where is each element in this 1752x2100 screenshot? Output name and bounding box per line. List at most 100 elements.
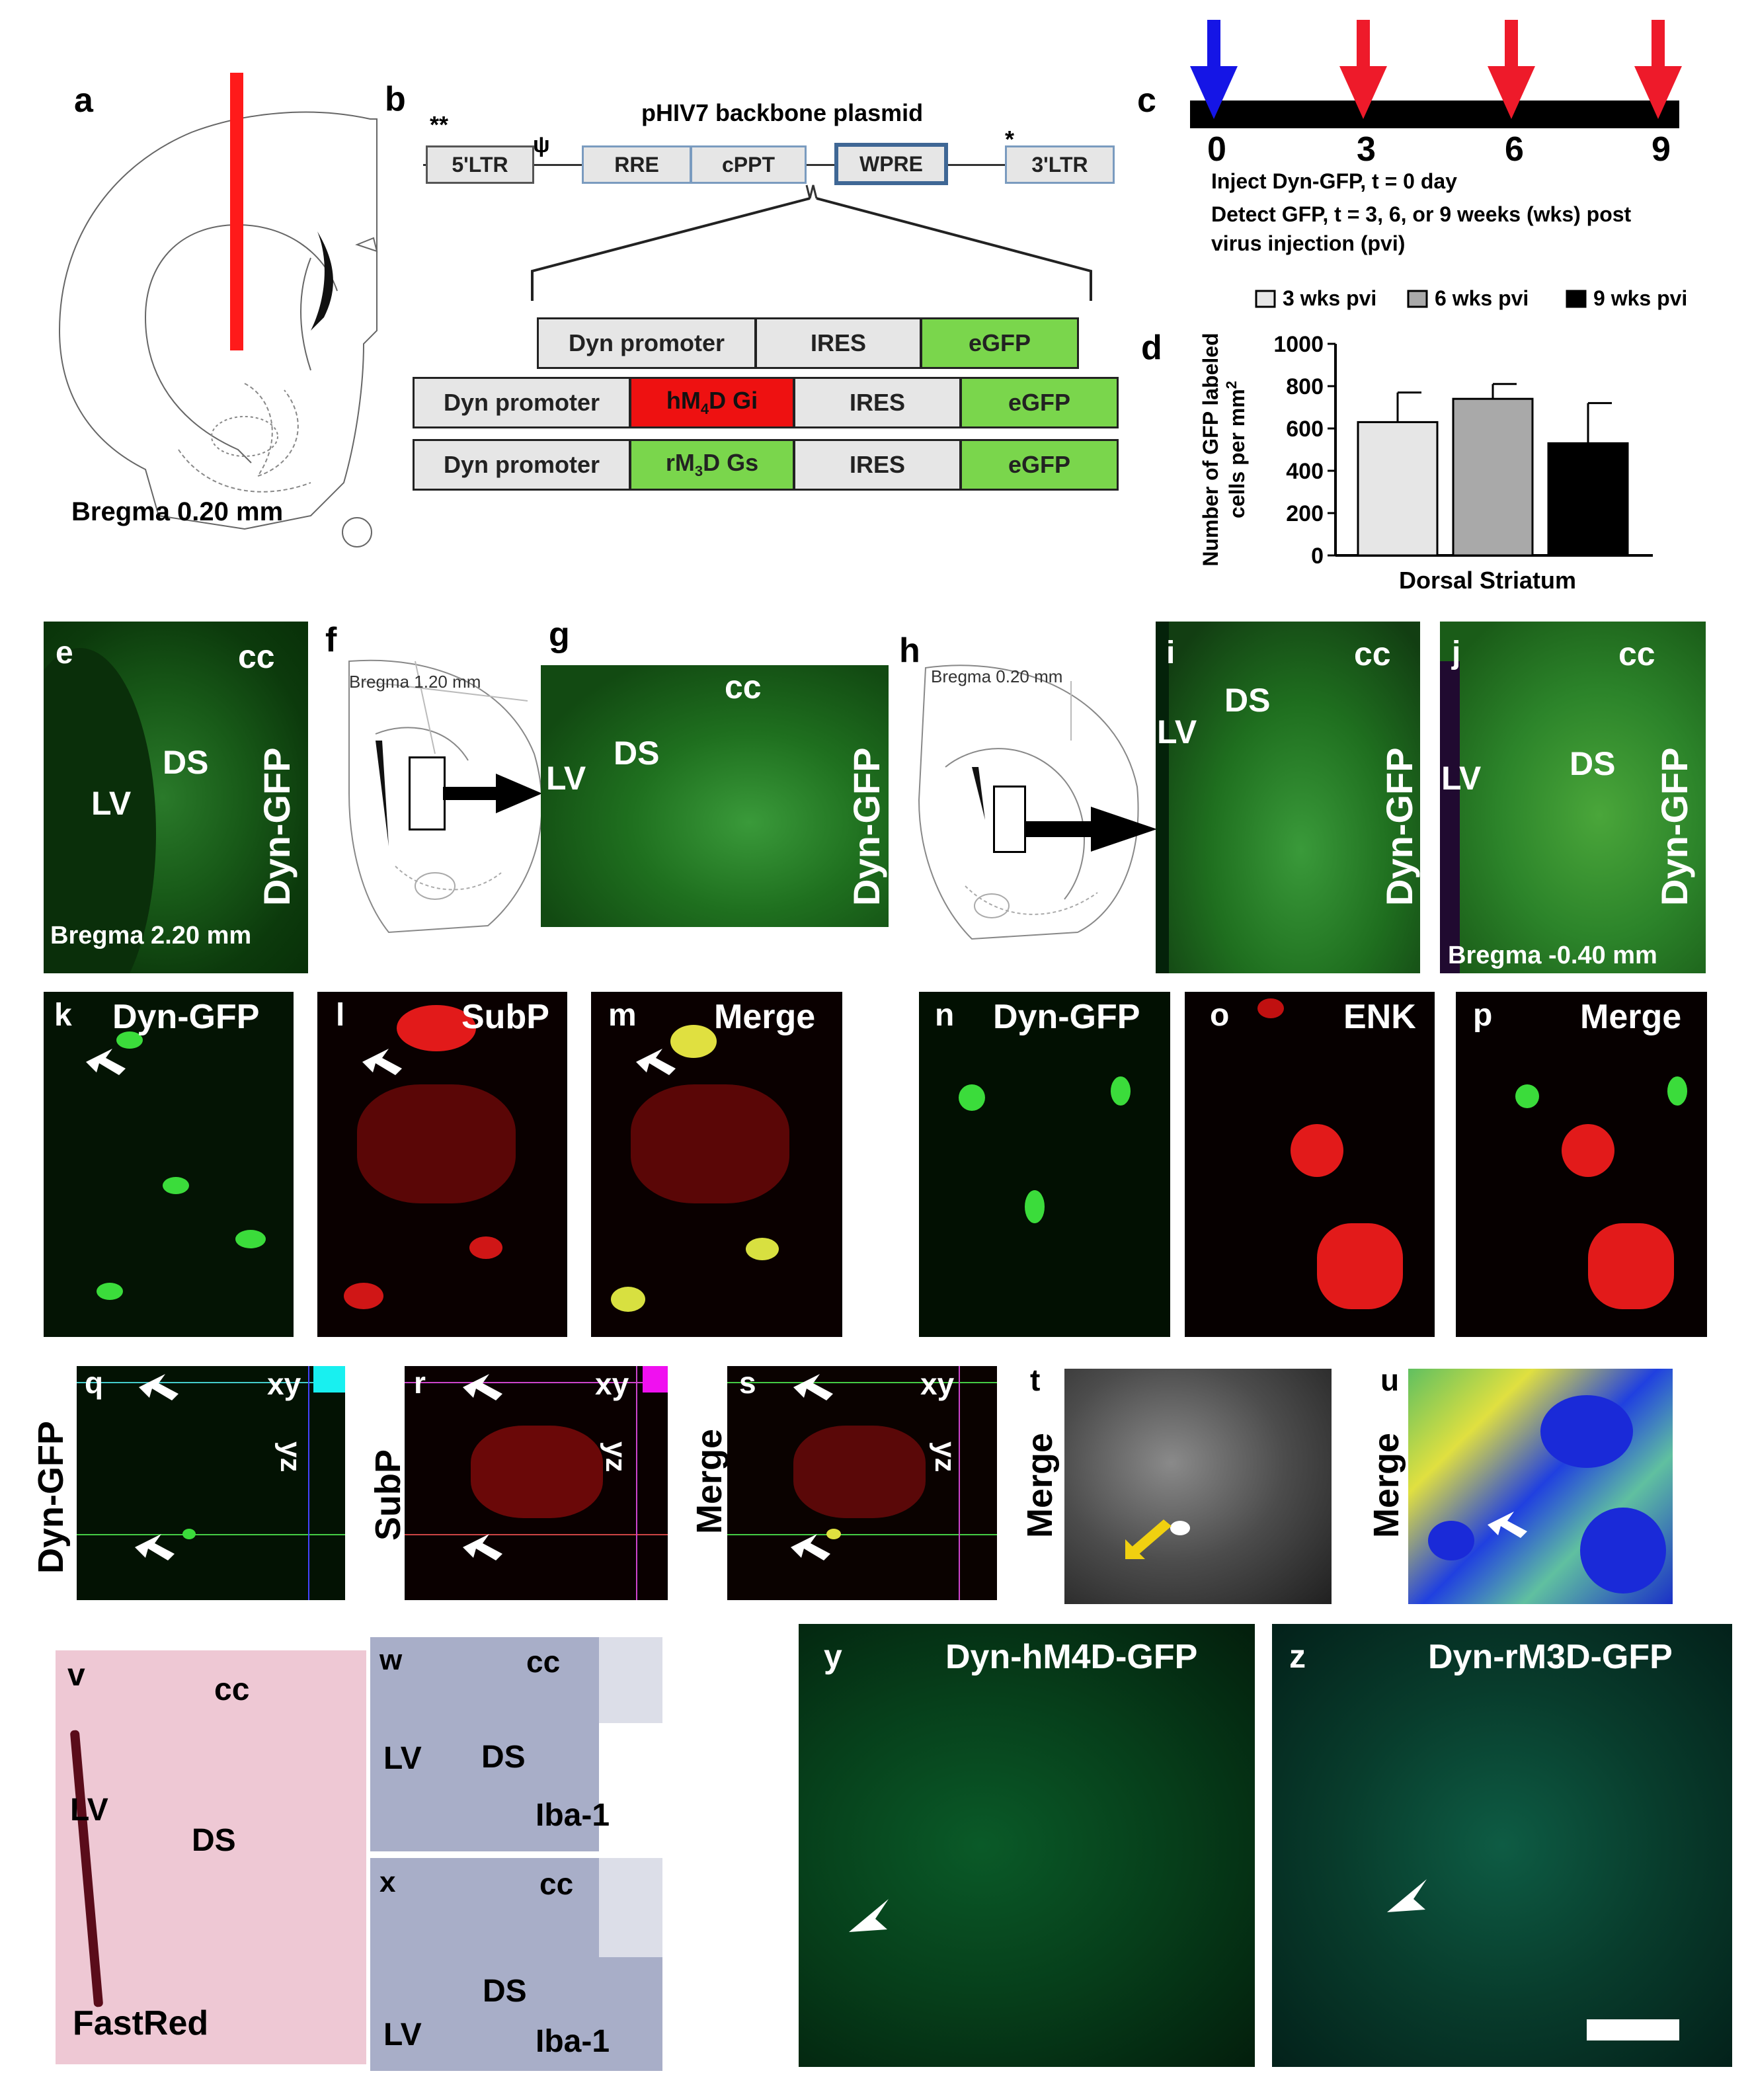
timeline-arrows [1190,20,1682,119]
arrow-s1-icon [793,1374,833,1400]
panel-w-label: Iba-1 [536,1798,610,1833]
panel-v-label: FastRed [73,2004,209,2042]
stars-left: ** [430,111,449,138]
panel-d-letter: d [1141,329,1162,367]
panel-f-atlas [348,659,543,934]
panel-x-ds: DS [483,1974,527,2009]
panel-q-letter: q [85,1365,104,1400]
insert-expansion-lines [531,184,1092,301]
arrow-l1-icon [362,1049,402,1075]
panel-q-xy: xy [267,1367,301,1401]
panel-g-letter: g [549,616,570,654]
construct2-promoter: Dyn promoter [413,377,631,428]
panel-x-label: Iba-1 [536,2024,610,2059]
panel-s-xy: xy [920,1367,955,1401]
panel-x-image [370,1858,662,2071]
panel-w-ds: DS [481,1740,526,1775]
panel-i-image [1156,622,1420,973]
panel-h-atlas [918,665,1139,940]
panel-n-image [919,992,1170,1337]
segment-rre: RRE [582,145,692,184]
panel-r-image [405,1366,668,1600]
legend-swatch-1 [1255,290,1276,308]
timeline-text-2: Detect GFP, t = 3, 6, or 9 weeks (wks) p… [1211,202,1632,226]
panel-v-lv: LV [70,1793,108,1828]
y-tick-label: 800 [1286,374,1324,399]
panel-j-image [1440,622,1706,973]
panel-r-letter: r [414,1365,426,1400]
panel-a-letter: a [74,81,93,120]
panel-v-image [56,1650,366,2064]
panel-v-cc: cc [214,1672,250,1707]
panel-w-letter: w [379,1644,403,1676]
arrow-q2-icon [135,1534,175,1560]
panel-z-arrowhead-icon [1387,1879,1427,1912]
bar-1 [1357,421,1439,557]
arrow-r2-icon [463,1534,502,1560]
panel-p-letter: p [1473,998,1493,1033]
y-tick-label: 200 [1286,501,1324,526]
panel-t-letter: t [1030,1363,1041,1397]
panel-o-image [1185,992,1435,1337]
construct1-egfp: eGFP [920,317,1079,369]
panel-e-bregma: Bregma 2.20 mm [50,922,252,949]
scale-bar [1587,2019,1679,2040]
panel-f-letter: f [325,621,337,659]
segment-wpre: WPRE [834,143,948,185]
panel-i-lv: LV [1157,713,1197,750]
panel-j-cc: cc [1618,635,1655,672]
panel-e-letter: e [56,635,73,670]
legend-label-1: 3 wks pvi [1283,286,1376,310]
psi-symbol: ψ [533,132,550,157]
panel-j-lv: LV [1441,760,1482,797]
panel-y-image [799,1624,1255,2067]
panel-l-image [317,992,567,1337]
construct1-promoter: Dyn promoter [537,317,756,369]
construct3-egfp: eGFP [960,439,1119,491]
panel-k-label: Dyn-GFP [112,998,260,1036]
injection-track-red [230,73,243,350]
panel-f-bregma: Bregma 1.20 mm [349,672,481,692]
timeline-bar [1190,101,1679,128]
construct3-promoter: Dyn promoter [413,439,631,491]
construct2-egfp: eGFP [960,377,1119,428]
panel-s-letter: s [739,1365,756,1400]
arrow-k1-icon [86,1049,126,1075]
tick-9: 9 [1652,130,1671,169]
panel-z-letter: z [1289,1638,1306,1675]
y-axis-label-line1: Number of GFP labeled [1199,333,1222,566]
arrow-red-icon-3 [1339,20,1387,119]
panel-u-image [1408,1369,1673,1604]
panel-h-bregma: Bregma 0.20 mm [931,666,1063,686]
panel-o-letter: o [1210,998,1230,1033]
panel-o-label: ENK [1343,998,1416,1036]
panel-i-cc: cc [1354,635,1391,672]
panel-t-arrow-icon [1125,1519,1172,1559]
panel-e-ds: DS [163,744,209,781]
y-axis-label-line2: cells per mm2 [1223,381,1250,518]
legend-swatch-2 [1407,290,1428,308]
construct2-ires: IRES [793,377,961,428]
panel-k-image [44,992,294,1337]
panel-h-letter: h [899,631,920,670]
panel-e-cc: cc [238,638,275,675]
panel-s-image [727,1366,997,1600]
panel-c-letter: c [1137,81,1156,120]
arrow-s2-icon [791,1534,830,1560]
panel-j-bregma: Bregma -0.40 mm [1448,942,1657,969]
panel-l-letter: l [336,998,345,1033]
panel-h-arrow-icon [1025,807,1157,852]
construct3-receptor: rM3D Gs [629,439,795,491]
panel-h-roi-box [993,786,1026,853]
segment-3ltr: 3'LTR [1005,145,1115,184]
panel-r-xy: xy [595,1367,629,1401]
panel-w-lv: LV [383,1741,422,1776]
construct2-receptor: hM4D Gi [629,377,795,428]
timeline-text-1: Inject Dyn-GFP, t = 0 day [1211,169,1457,193]
legend-label-3: 9 wks pvi [1593,286,1687,310]
panel-z-image [1272,1624,1732,2067]
arrow-m1-icon [636,1049,676,1075]
plasmid-title: pHIV7 backbone plasmid [641,99,924,126]
arrow-u1-icon [1488,1512,1527,1538]
